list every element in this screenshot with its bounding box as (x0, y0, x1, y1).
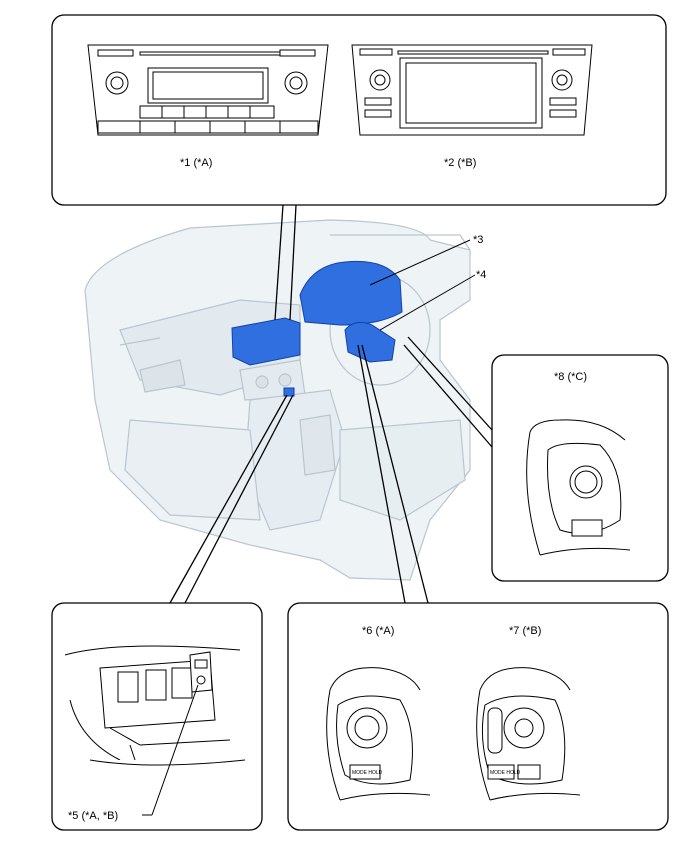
leader-line-audio-1 (274, 204, 284, 321)
leader-line-8a (403, 344, 493, 448)
callout-5: *5 (*A, *B) (68, 810, 118, 822)
leader-line-4 (379, 274, 476, 331)
audio-unit-highlight (231, 317, 301, 366)
leader-line-5a (169, 394, 288, 604)
callout-3: *3 (473, 234, 483, 246)
steering-pad-highlight (344, 321, 396, 363)
callout-4: *4 (476, 269, 486, 281)
steering-switch-b-icon (476, 667, 581, 801)
callout-6: *6 (*A) (362, 625, 394, 637)
callout-1: *1 (*A) (180, 157, 212, 169)
usb-port-icon (64, 645, 246, 766)
leader-line-67b (361, 344, 429, 604)
leader-line-5b (184, 394, 294, 604)
mode-hold-label-b: MODE HOLD (490, 770, 521, 776)
steering-switch-a-icon (326, 667, 431, 801)
leader-line-audio-2 (289, 204, 297, 321)
leader-line-67a (357, 344, 406, 604)
radio-head-unit-a-icon (87, 44, 329, 136)
display-head-unit-b-icon (351, 44, 593, 136)
leader-line-3 (369, 239, 471, 286)
leader-line-5-inner (151, 684, 199, 816)
leader-line-8b (407, 336, 493, 431)
usb-port-highlight (283, 387, 295, 397)
mode-hold-label-a: MODE HOLD (352, 770, 383, 776)
callout-2: *2 (*B) (444, 157, 476, 169)
highlighted-parts (231, 260, 403, 397)
dashboard-illustration (84, 219, 471, 581)
steering-switch-c-icon (526, 419, 631, 556)
callout-7: *7 (*B) (509, 625, 541, 637)
callout-8: *8 (*C) (554, 371, 587, 383)
